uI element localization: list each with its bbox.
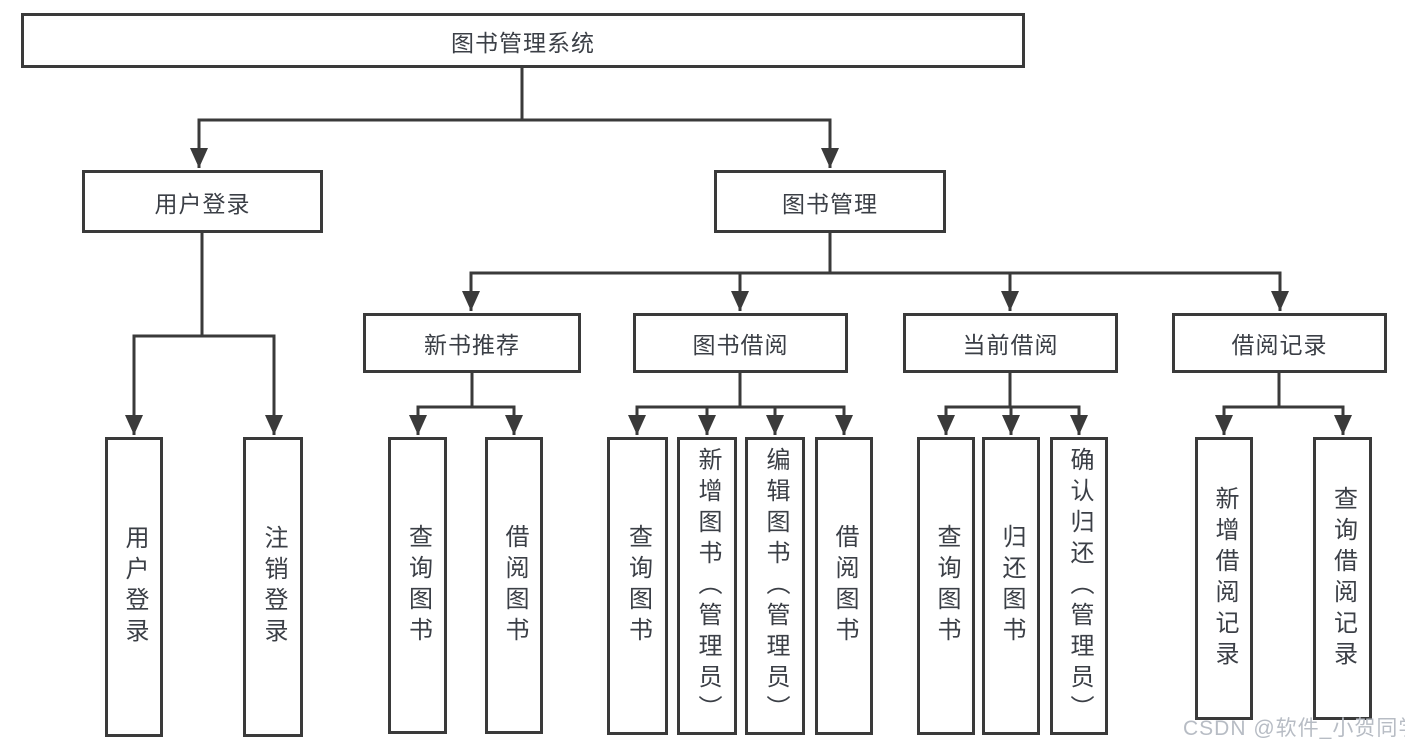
leaf-confirm-return-admin: 确认归还（管理员） — [1050, 437, 1108, 735]
csdn-watermark: CSDN @软件_小贺同学 — [1183, 717, 1405, 740]
node-label: 图书管理 — [782, 190, 878, 217]
connector-root-to-level2 — [190, 68, 839, 168]
node-label: 编辑图书（管理员） — [762, 446, 789, 726]
connector-current-borrowing-children — [937, 373, 1088, 435]
node-label: 借阅图书 — [501, 523, 528, 648]
node-new-book-recommendation: 新书推荐 — [363, 313, 581, 373]
connector-book-management-children — [462, 233, 1289, 311]
node-label: 查询图书 — [404, 523, 432, 648]
node-label: 借阅记录 — [1231, 332, 1328, 358]
leaf-query-borrowing-record: 查询借阅记录 — [1313, 437, 1372, 720]
node-label: 当前借阅 — [962, 332, 1059, 358]
leaf-return-books: 归还图书 — [982, 437, 1040, 735]
node-label: 新书推荐 — [424, 332, 520, 358]
node-label: 图书管理系统 — [451, 29, 595, 56]
leaf-query-books-borrowing: 查询图书 — [607, 437, 668, 735]
leaf-user-login: 用户登录 — [105, 437, 163, 737]
connector-new-book-recommendation-children — [409, 373, 523, 435]
node-book-management: 图书管理 — [714, 170, 946, 233]
leaf-query-books-recommendation: 查询图书 — [388, 437, 447, 734]
node-label: 用户登录 — [154, 190, 251, 217]
leaf-add-books-admin: 新增图书（管理员） — [677, 437, 737, 735]
leaf-logout: 注销登录 — [243, 437, 303, 737]
node-label: 归还图书 — [998, 524, 1025, 648]
node-label: 查询图书 — [624, 524, 652, 648]
connector-book-borrowing-children — [628, 373, 853, 435]
leaf-edit-books-admin: 编辑图书（管理员） — [745, 437, 805, 735]
node-label: 新增图书（管理员） — [694, 446, 721, 726]
connector-borrowing-records-children — [1215, 373, 1352, 435]
node-label: 确认归还（管理员） — [1066, 446, 1093, 726]
node-label: 查询借阅记录 — [1329, 485, 1357, 672]
leaf-add-borrowing-record: 新增借阅记录 — [1195, 437, 1253, 720]
node-current-borrowing: 当前借阅 — [903, 313, 1118, 373]
node-label: 新增借阅记录 — [1211, 485, 1238, 672]
node-label: 查询图书 — [933, 524, 960, 648]
leaf-query-books-current: 查询图书 — [917, 437, 975, 735]
node-label: 注销登录 — [260, 525, 287, 649]
connector-user-login-children — [125, 233, 283, 435]
node-book-borrowing: 图书借阅 — [633, 313, 848, 373]
node-label: 图书借阅 — [692, 332, 789, 358]
leaf-borrow-books: 借阅图书 — [815, 437, 873, 735]
node-label: 用户登录 — [121, 525, 148, 649]
node-library-management-system: 图书管理系统 — [21, 13, 1025, 68]
node-user-login: 用户登录 — [82, 170, 323, 233]
node-label: 借阅图书 — [831, 524, 858, 648]
leaf-borrow-books-recommendation: 借阅图书 — [485, 437, 543, 734]
node-borrowing-records: 借阅记录 — [1172, 313, 1387, 373]
